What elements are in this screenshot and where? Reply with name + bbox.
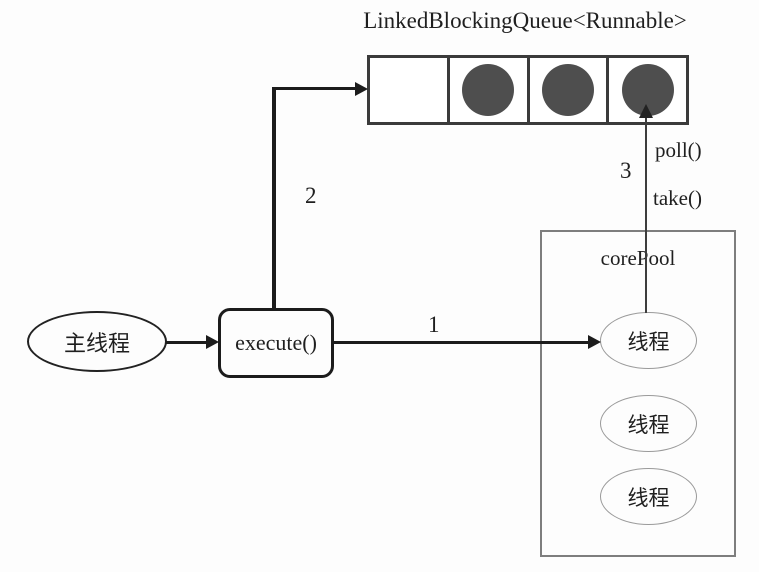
thread-label: 线程 <box>627 329 670 354</box>
main-thread-node: 主线程 <box>27 311 167 372</box>
core-pool-label: corePool <box>600 246 676 270</box>
arrow-execute-to-queue-vline <box>272 88 276 309</box>
queue-cell <box>450 58 530 122</box>
thread-node: 线程 <box>600 468 697 525</box>
task-circle <box>462 64 515 116</box>
execute-label: execute() <box>235 330 317 355</box>
arrow-execute-to-pool-head <box>588 335 601 349</box>
arrow-thread-to-queue-head <box>639 104 653 118</box>
execute-node: execute() <box>218 308 334 378</box>
arrow-execute-to-queue-head <box>355 81 368 96</box>
blocking-queue <box>367 55 689 125</box>
core-pool-box: corePool <box>540 230 736 557</box>
thread-label: 线程 <box>627 412 670 437</box>
task-circle <box>541 64 594 116</box>
arrow-thread-to-queue-line <box>645 106 647 313</box>
arrow-main-to-execute-line <box>166 341 208 344</box>
step-2-label: 2 <box>305 183 317 208</box>
thread-node: 线程 <box>600 312 697 369</box>
queue-cell <box>370 58 450 122</box>
step-1-label: 1 <box>428 312 440 337</box>
take-label: take() <box>653 186 702 210</box>
poll-label: poll() <box>655 138 702 162</box>
arrow-main-to-execute-head <box>206 335 219 349</box>
thread-node: 线程 <box>600 395 697 452</box>
arrow-execute-to-queue-hline <box>272 87 358 90</box>
queue-title: LinkedBlockingQueue<Runnable> <box>363 8 687 33</box>
queue-cell <box>530 58 610 122</box>
thread-label: 线程 <box>627 485 670 510</box>
arrow-execute-to-pool-line <box>334 341 590 344</box>
step-3-label: 3 <box>620 158 632 183</box>
main-thread-label: 主线程 <box>63 330 130 356</box>
